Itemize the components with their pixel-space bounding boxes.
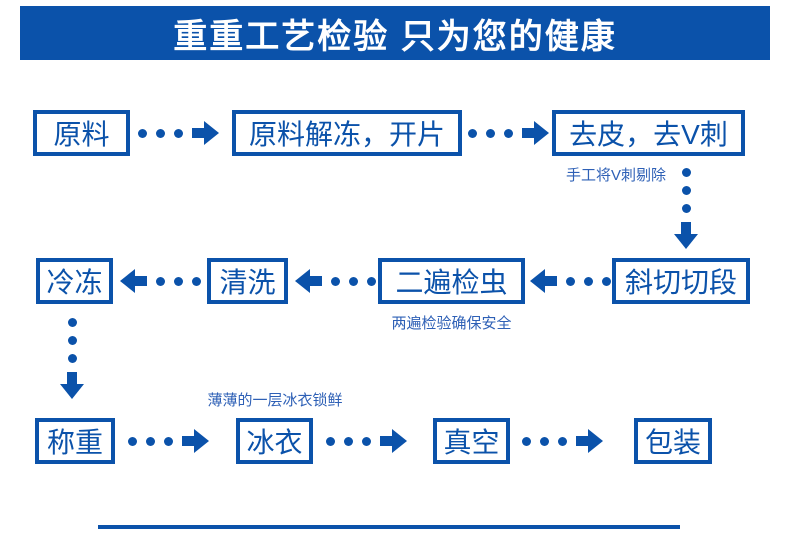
arrow-dot xyxy=(192,276,201,286)
box-label: 包装 xyxy=(644,427,701,458)
box-thaw-and-slice: 原料解冻，开片 xyxy=(232,110,462,156)
arrow-dot xyxy=(164,436,173,446)
arrow-head-left xyxy=(120,269,147,293)
arrow-head-down xyxy=(60,372,84,399)
box-label: 二遍检虫 xyxy=(395,267,508,298)
arrow-dot xyxy=(174,276,183,286)
box-raw-material: 原料 xyxy=(33,110,130,156)
dotted-arrow-right-icon xyxy=(138,121,219,145)
dotted-arrow-left-icon xyxy=(295,269,376,293)
arrow-dot xyxy=(156,276,165,286)
arrow-head-right xyxy=(576,429,603,453)
dotted-arrow-left-icon xyxy=(530,269,611,293)
arrow-dot xyxy=(486,128,495,138)
arrow-head-right xyxy=(380,429,407,453)
box-freeze: 冷冻 xyxy=(36,258,113,304)
box-second-worm-inspection: 二遍检虫 xyxy=(378,258,525,304)
box-label: 原料 xyxy=(53,119,110,150)
arrow-dot xyxy=(67,336,77,345)
arrow-head-left xyxy=(530,269,557,293)
arrow-dot xyxy=(156,128,165,138)
arrow-dot xyxy=(128,436,137,446)
arrow-dot xyxy=(349,276,358,286)
arrow-dot xyxy=(681,168,691,177)
caption-double-inspection: 两遍检验确保安全 xyxy=(391,315,512,332)
dotted-arrow-down-icon xyxy=(60,318,84,399)
arrow-dot xyxy=(362,436,371,446)
arrow-dot xyxy=(138,128,147,138)
arrow-head-right xyxy=(522,121,549,145)
box-ice-coating: 冰衣 xyxy=(236,418,313,464)
box-label: 真空 xyxy=(443,427,500,458)
arrow-dot xyxy=(504,128,513,138)
arrow-head-right xyxy=(192,121,219,145)
arrow-dot xyxy=(584,276,593,286)
arrow-dot xyxy=(540,436,549,446)
arrow-dot xyxy=(146,436,155,446)
box-vacuum: 真空 xyxy=(433,418,510,464)
arrow-dot xyxy=(468,128,477,138)
bottom-divider xyxy=(98,525,680,529)
box-label: 原料解冻，开片 xyxy=(248,119,445,150)
dotted-arrow-right-icon xyxy=(326,429,407,453)
dotted-arrow-left-icon xyxy=(120,269,201,293)
arrow-dot xyxy=(331,276,340,286)
arrow-dot xyxy=(326,436,335,446)
caption-manual-vbone-removal: 手工将V刺剔除 xyxy=(565,167,666,184)
dotted-arrow-right-icon xyxy=(468,121,549,145)
box-label: 去皮，去V刺 xyxy=(569,119,728,150)
arrow-head-left xyxy=(295,269,322,293)
box-label: 称重 xyxy=(46,427,103,458)
box-weigh: 称重 xyxy=(35,418,115,464)
box-label: 清洗 xyxy=(219,267,276,298)
box-packaging: 包装 xyxy=(634,418,712,464)
box-label: 冷冻 xyxy=(46,267,103,298)
box-diagonal-cut: 斜切切段 xyxy=(612,258,750,304)
box-label: 冰衣 xyxy=(246,427,303,458)
banner-title: 重重工艺检验 只为您的健康 xyxy=(173,17,617,56)
arrow-dot xyxy=(174,128,183,138)
arrow-dot xyxy=(681,204,691,213)
arrow-dot xyxy=(67,354,77,363)
arrow-dot xyxy=(67,318,77,327)
dotted-arrow-right-icon xyxy=(522,429,603,453)
arrow-head-down xyxy=(674,222,698,249)
arrow-dot xyxy=(522,436,531,446)
header-banner: 重重工艺检验 只为您的健康 xyxy=(20,6,770,60)
arrow-dot xyxy=(367,276,376,286)
arrow-dot xyxy=(344,436,353,446)
dotted-arrow-right-icon xyxy=(128,429,209,453)
arrow-dot xyxy=(602,276,611,286)
arrow-dot xyxy=(566,276,575,286)
dotted-arrow-down-icon xyxy=(674,168,698,249)
arrow-dot xyxy=(558,436,567,446)
arrow-head-right xyxy=(182,429,209,453)
arrow-dot xyxy=(681,186,691,195)
box-label: 斜切切段 xyxy=(624,267,737,298)
box-wash: 清洗 xyxy=(207,258,288,304)
box-remove-skin-vbones: 去皮，去V刺 xyxy=(552,110,745,156)
caption-ice-glaze: 薄薄的一层冰衣锁鲜 xyxy=(207,392,343,409)
